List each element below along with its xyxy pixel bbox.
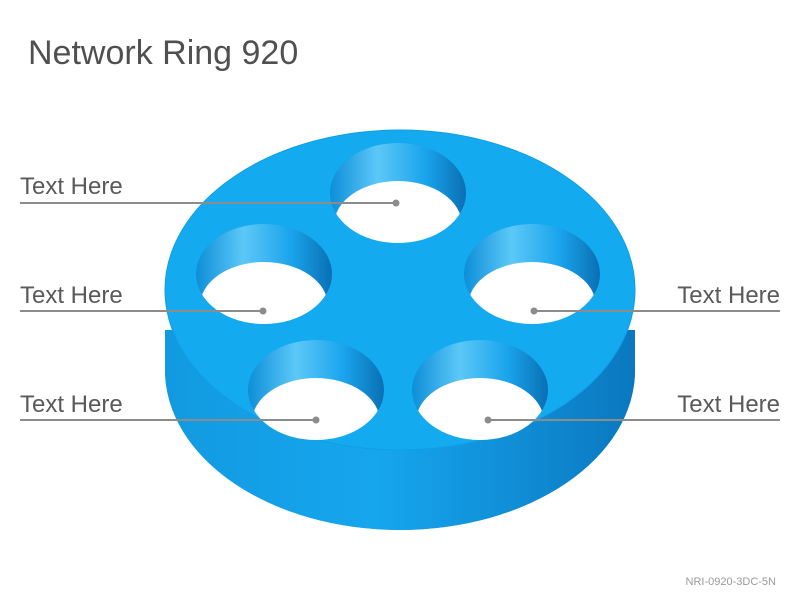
label-left-2: Text Here	[20, 282, 123, 309]
hole-3	[464, 224, 600, 324]
label-left-3: Text Here	[20, 391, 123, 418]
leader-line-left-1	[20, 199, 400, 207]
hole-2	[196, 224, 332, 324]
label-left-1: Text Here	[20, 173, 123, 200]
label-right-2: Text Here	[677, 391, 780, 418]
leader-line-right-2	[484, 416, 780, 424]
template-code: NRI-0920-3DC-5N	[685, 576, 776, 588]
label-right-1: Text Here	[677, 282, 780, 309]
leader-line-left-3	[20, 416, 320, 424]
hole-5	[412, 340, 548, 440]
leader-line-left-2	[20, 307, 267, 315]
page-title: Network Ring 920	[28, 34, 299, 72]
leader-line-right-1	[530, 307, 780, 315]
